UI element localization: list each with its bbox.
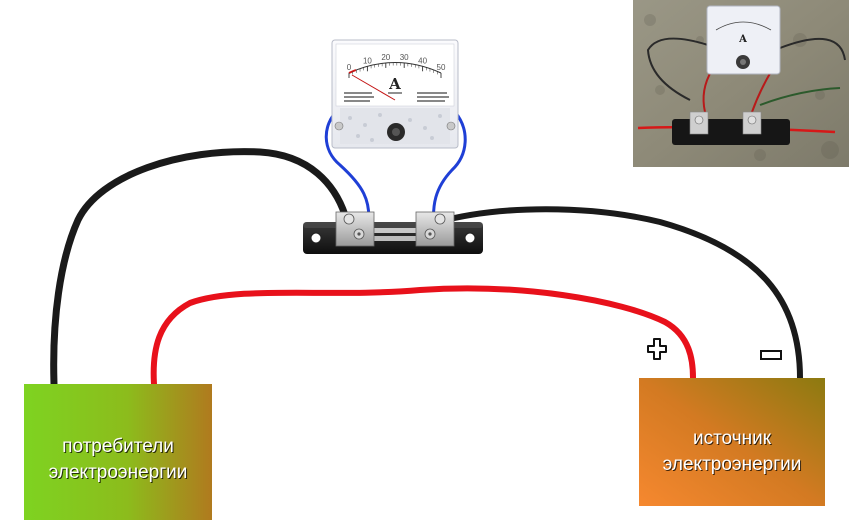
red-wire xyxy=(150,285,696,387)
consumer-label-line2: электроэнергии xyxy=(49,462,188,483)
inset-photo: A xyxy=(633,0,849,167)
source-box-fill xyxy=(639,378,825,506)
inset-ammeter-unit: A xyxy=(738,34,747,45)
ammeter-needle xyxy=(351,74,396,101)
shunt-mount-hole-right xyxy=(464,232,476,244)
meter-lead-left xyxy=(324,108,371,230)
inset-shunt xyxy=(672,111,790,145)
svg-text:потребители: потребители xyxy=(63,437,175,458)
ammeter-scale-label: 30 xyxy=(400,53,409,62)
svg-text:электроэнергии: электроэнергии xyxy=(664,455,803,476)
ammeter-scale-label: 40 xyxy=(418,56,427,65)
inset-ammeter: A xyxy=(706,5,781,75)
shunt-mount-hole-left xyxy=(310,232,322,244)
ammeter-scale-arc xyxy=(348,62,442,74)
consumer-box: потребители потребители электроэнергии э… xyxy=(24,384,212,520)
svg-text:электроэнергии: электроэнергии xyxy=(50,463,189,484)
ammeter: 0 10 20 30 40 50 A xyxy=(331,39,459,149)
ammeter-scale-label: 0 xyxy=(347,63,352,72)
consumer-label-line1: потребители xyxy=(62,436,174,457)
shunt-terminal-left xyxy=(335,211,375,247)
ammeter-ticks xyxy=(348,62,442,78)
source-label-line2: электроэнергии xyxy=(663,454,802,475)
ammeter-unit: A xyxy=(388,75,401,93)
inset-green-wire xyxy=(759,87,841,106)
shunt-resistor xyxy=(303,211,483,254)
minus-symbol xyxy=(760,350,782,360)
black-wire-source xyxy=(435,206,803,381)
source-label-line1: источник xyxy=(693,428,772,449)
consumer-box-fill xyxy=(24,384,212,520)
ammeter-scale-label: 50 xyxy=(437,63,446,72)
plus-symbol xyxy=(647,338,667,360)
svg-text:источник: источник xyxy=(694,429,773,450)
black-wire-consumer xyxy=(50,148,349,388)
inset-black-wire xyxy=(646,37,709,101)
source-box: источник источник электроэнергии электро… xyxy=(639,378,825,506)
meter-lead-right xyxy=(432,110,467,230)
ammeter-scale-label: 20 xyxy=(381,53,390,62)
ammeter-scale-label: 10 xyxy=(363,56,372,65)
